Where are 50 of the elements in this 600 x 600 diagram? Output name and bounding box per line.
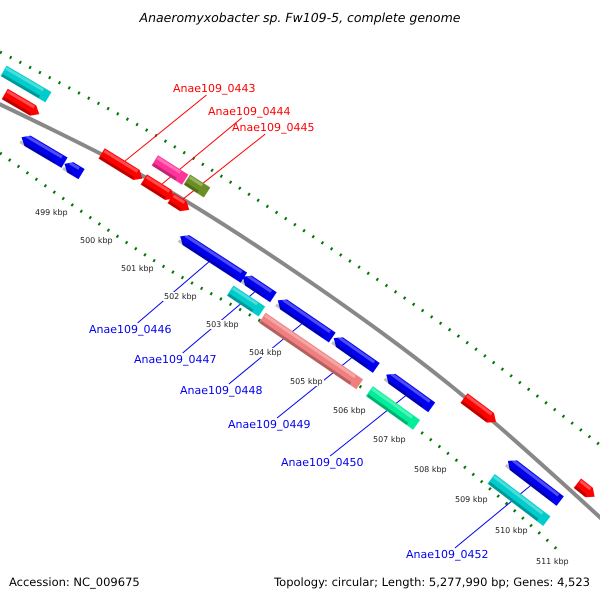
position-label: 511 kbp xyxy=(535,557,570,566)
leader-line xyxy=(182,134,266,200)
gene-feature xyxy=(275,298,336,343)
gene-label: Anae109_0450 xyxy=(281,456,364,469)
gene-label: Anae109_0447 xyxy=(134,353,216,366)
gene-feature xyxy=(168,193,190,212)
gene-feature xyxy=(140,174,174,200)
gene-feature xyxy=(574,478,595,498)
gene-feature xyxy=(504,459,564,506)
gene-label: Anae109_0443 xyxy=(173,82,256,95)
gene-feature xyxy=(2,88,40,116)
position-label: 499 kbp xyxy=(34,208,69,217)
gene-feature xyxy=(0,66,52,102)
gene-feature xyxy=(184,174,210,198)
position-label: 505 kbp xyxy=(289,377,324,386)
gene-label: Anae109_0449 xyxy=(228,418,310,431)
gene-feature xyxy=(98,148,142,180)
gene-feature xyxy=(226,286,266,316)
position-label: 502 kbp xyxy=(163,292,198,301)
position-label: 503 kbp xyxy=(205,320,240,329)
position-label: 509 kbp xyxy=(454,495,489,504)
gene-feature xyxy=(19,135,68,168)
leader-line xyxy=(330,395,406,456)
gene-feature xyxy=(178,234,248,283)
position-label: 504 kbp xyxy=(248,348,283,357)
accession-text: Accession: NC_009675 xyxy=(9,575,140,589)
position-label: 506 kbp xyxy=(332,406,367,415)
title: Anaeromyxobacter sp. Fw109-5, complete genome xyxy=(138,10,462,25)
position-label: 508 kbp xyxy=(413,465,448,474)
gene-feature xyxy=(331,336,380,373)
gene-feature xyxy=(366,386,420,430)
position-label: 510 kbp xyxy=(494,526,529,535)
gene-feature xyxy=(384,372,436,412)
gene-feature xyxy=(240,274,277,302)
gene-label: Anae109_0446 xyxy=(89,323,172,336)
gene-feature xyxy=(62,162,85,180)
gene-label: Anae109_0445 xyxy=(232,121,314,134)
position-label: 500 kbp xyxy=(79,236,114,245)
gene-label: Anae109_0444 xyxy=(208,105,290,118)
position-label: 501 kbp xyxy=(120,264,155,273)
leader-line xyxy=(137,262,210,324)
gene-label: Anae109_0452 xyxy=(406,548,488,561)
gene-feature xyxy=(460,393,496,423)
genome-info-text: Topology: circular; Length: 5,277,990 bp; Genes: 4,523 xyxy=(274,575,590,589)
leader-line xyxy=(124,94,208,162)
gene-label: Anae109_0448 xyxy=(180,384,262,397)
leader-line xyxy=(162,118,242,184)
position-label: 507 kbp xyxy=(372,435,407,444)
gene-feature xyxy=(152,155,188,185)
gene-feature xyxy=(488,474,550,526)
